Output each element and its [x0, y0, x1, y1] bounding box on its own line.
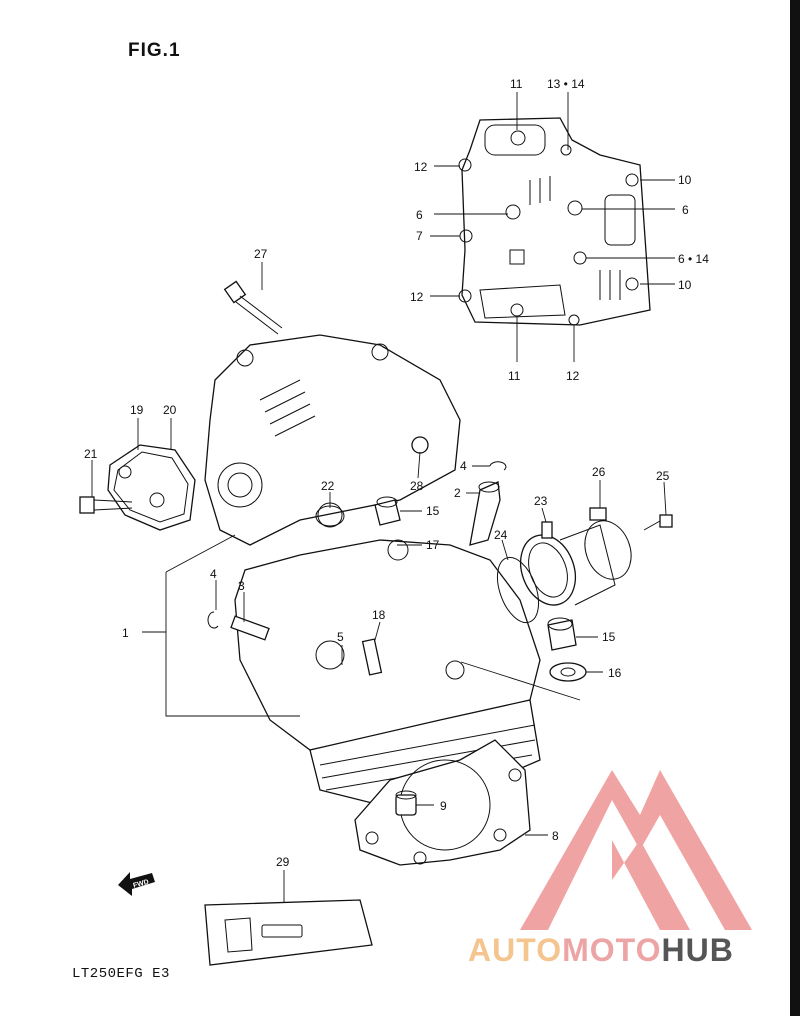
circlip-upper: [489, 461, 507, 471]
gasket-set: [204, 899, 373, 966]
watermark-hub: HUB: [661, 932, 734, 968]
callout-21: 21: [84, 447, 98, 461]
model-code: LT250EFG E3: [72, 966, 170, 982]
figure-title: FIG.1: [128, 40, 181, 61]
callout-labels: 11 13 • 14 12 10 6 6 7 6 • 14 10 12 11 1…: [84, 77, 709, 869]
callout-4-upper: 4: [460, 459, 467, 473]
callout-15-lower: 15: [602, 630, 616, 644]
callout-28: 28: [410, 479, 424, 493]
stud-bolt: [230, 615, 270, 641]
fwd-label: FWD: [132, 879, 149, 890]
callout-25: 25: [656, 469, 670, 483]
callout-5: 5: [337, 630, 344, 644]
callout-22: 22: [321, 479, 335, 493]
callout-7: 7: [416, 229, 423, 243]
circlip-lower: [207, 611, 219, 629]
callout-10-top: 10: [678, 173, 692, 187]
intake-pipe: [519, 521, 616, 606]
cylinder-head-bolt: [223, 280, 283, 335]
callout-11-bottom: 11: [508, 369, 521, 383]
callout-3: 3: [238, 579, 245, 593]
callout-6-14: 6 • 14: [678, 252, 709, 266]
callout-9: 9: [440, 799, 447, 813]
callout-13-14: 13 • 14: [547, 77, 585, 91]
page-edge-border: [790, 0, 800, 1016]
forward-direction-arrow: FWD: [118, 872, 155, 896]
callout-19: 19: [130, 403, 144, 417]
dowel-pin: [395, 790, 417, 816]
spark-plug: [361, 638, 383, 676]
callout-16: 16: [608, 666, 622, 680]
callout-17: 17: [426, 538, 440, 552]
washer: [549, 662, 587, 682]
callout-6-left: 6: [416, 208, 423, 222]
callout-23: 23: [534, 494, 548, 508]
callout-29: 29: [276, 855, 290, 869]
callout-2: 2: [454, 486, 461, 500]
intake-o-ring: [496, 556, 540, 624]
callout-1: 1: [122, 626, 129, 640]
callout-4-lower: 4: [210, 567, 217, 581]
cap-nut-lower: [547, 617, 577, 651]
side-cover: [107, 444, 196, 531]
leader-lines: [91, 92, 675, 902]
callout-15-upper: 15: [426, 504, 440, 518]
callout-18: 18: [372, 608, 386, 622]
callout-24: 24: [494, 528, 508, 542]
callout-27: 27: [254, 247, 268, 261]
callout-6-right: 6: [682, 203, 689, 217]
callout-12-left-top: 12: [414, 160, 428, 174]
watermark-moto: MOTO: [562, 932, 662, 968]
cylinder-head: [204, 334, 541, 806]
callout-10-bottom: 10: [678, 278, 692, 292]
cover-bolt: [79, 496, 133, 514]
clamp-screw: [643, 514, 673, 531]
callout-12-bottom: 12: [566, 369, 580, 383]
callout-8: 8: [552, 829, 559, 843]
callout-12-left-bottom: 12: [410, 290, 424, 304]
hose-clamp: [584, 507, 632, 580]
watermark-text: AUTOMOTOHUB: [468, 932, 734, 969]
watermark-logo: [520, 770, 752, 930]
head-gasket: [354, 739, 531, 866]
cylinder-head-cover: [458, 117, 651, 326]
callout-20: 20: [163, 403, 177, 417]
bolt-28: [411, 436, 429, 454]
callout-26: 26: [592, 465, 606, 479]
valve-guide: [469, 481, 501, 546]
cap-nut-upper: [374, 496, 401, 526]
watermark-auto: AUTO: [468, 932, 563, 968]
callout-11-top: 11: [510, 77, 523, 91]
